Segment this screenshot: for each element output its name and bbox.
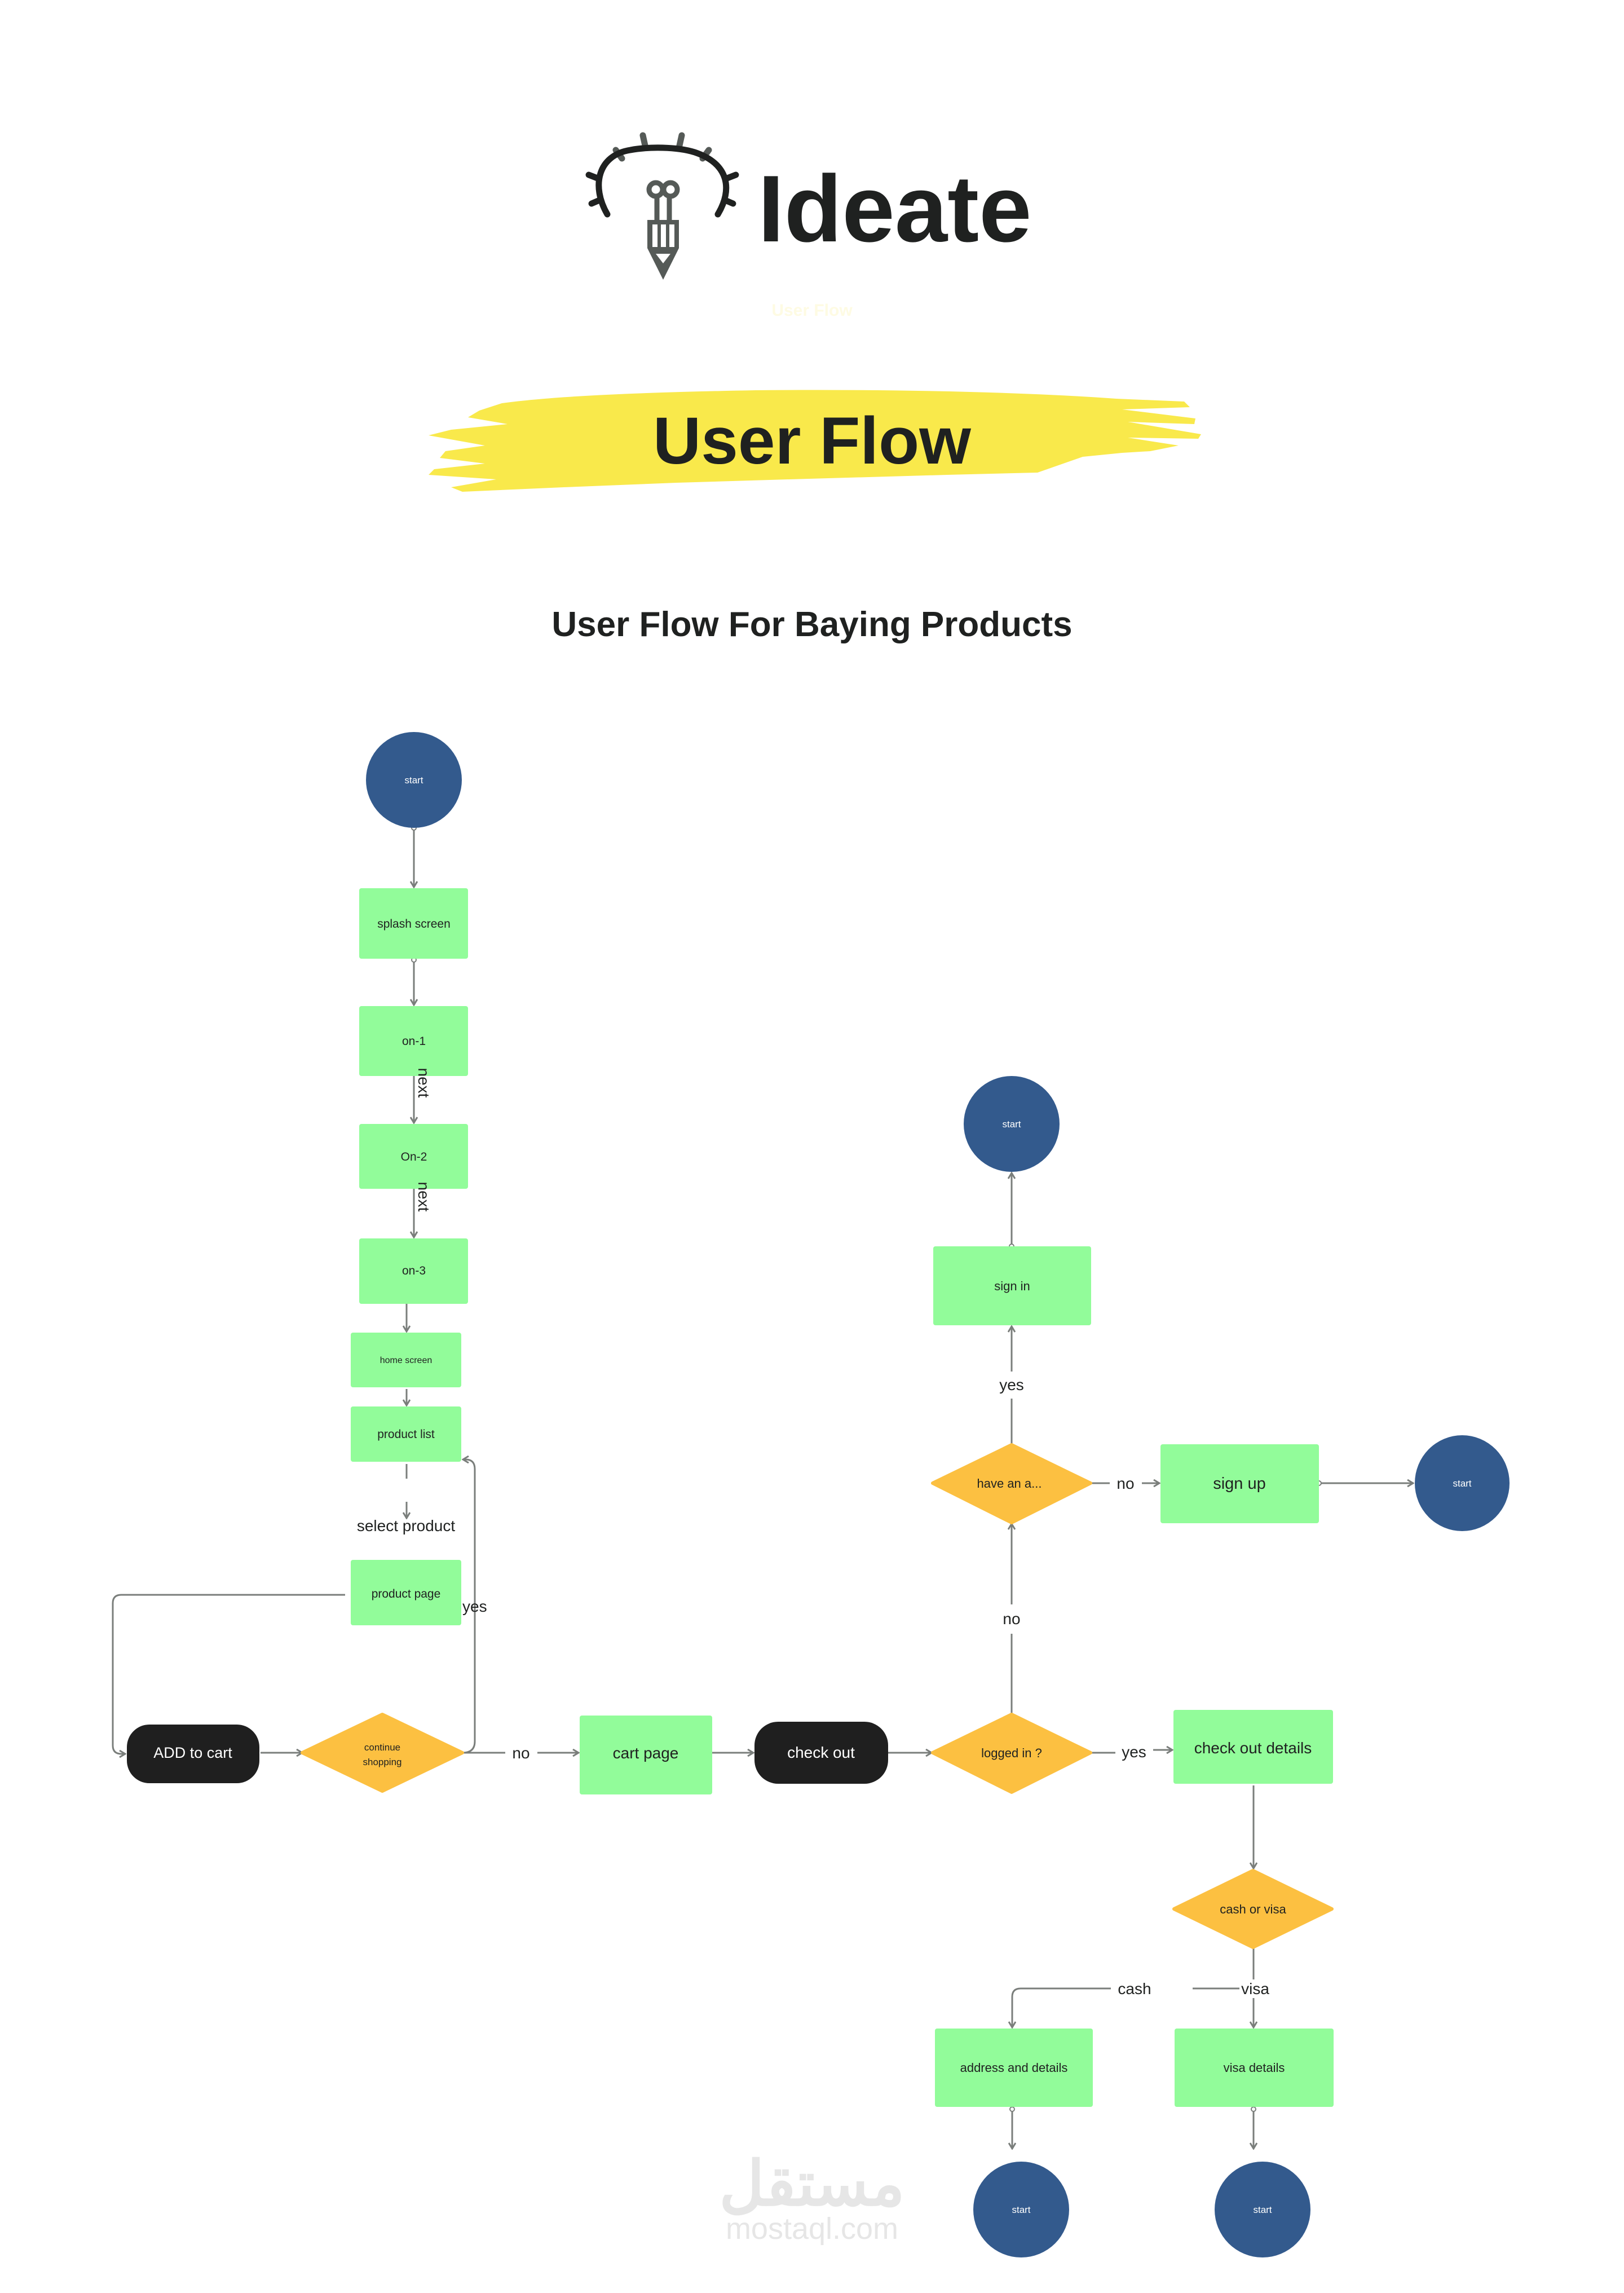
terminal-label: start (1253, 2204, 1272, 2215)
decision-label-line2: shopping (363, 1757, 401, 1767)
terminal-start-after-signup[interactable]: start (1415, 1435, 1510, 1531)
terminal-start-after-address[interactable]: start (973, 2162, 1069, 2257)
connector-continue-yes-productlist (462, 1459, 476, 1754)
edge-label-select-product: select product (357, 1517, 456, 1534)
edge-label-visa: visa (1241, 1980, 1269, 1997)
decision-have-account[interactable]: have an a... (931, 1443, 1092, 1524)
screen-home[interactable]: home screen (351, 1333, 461, 1387)
screen-label: sign in (994, 1279, 1030, 1293)
screen-label: address and details (960, 2061, 1068, 2075)
terminal-label: start (1012, 2204, 1030, 2215)
ghost-subtitle: User Flow (771, 301, 853, 320)
screen-label: product list (377, 1428, 435, 1441)
screen-on-3[interactable]: on-3 (359, 1238, 468, 1304)
screen-label: sign up (1213, 1475, 1266, 1493)
screen-on-1[interactable]: on-1 (359, 1006, 468, 1076)
lightbulb-pencil-icon (585, 132, 739, 280)
terminal-start-after-visa[interactable]: start (1215, 2162, 1310, 2257)
watermark-latin: mostaql.com (726, 2212, 898, 2246)
screen-address-and-details[interactable]: address and details (935, 2029, 1093, 2107)
edge-label-logged-no: no (1003, 1610, 1020, 1628)
decision-logged-in[interactable]: logged in ? (931, 1713, 1092, 1794)
screen-visa-details[interactable]: visa details (1175, 2029, 1334, 2107)
screen-label: visa details (1224, 2061, 1285, 2075)
screen-sign-up[interactable]: sign up (1160, 1444, 1319, 1523)
action-check-out[interactable]: check out (754, 1722, 888, 1784)
terminal-start-after-signin[interactable]: start (964, 1076, 1060, 1172)
screen-label: splash screen (377, 918, 451, 931)
edge-label-cash: cash (1118, 1980, 1151, 1997)
screen-label: cart page (613, 1744, 679, 1762)
watermark-arabic: مستقل (719, 2149, 904, 2219)
terminal-label: start (404, 775, 423, 786)
edge-label-logged-yes: yes (1122, 1743, 1146, 1761)
edge-label-continue-yes: yes (462, 1598, 487, 1615)
screen-label: On-2 (401, 1150, 427, 1163)
edge-label-continue-no: no (512, 1744, 529, 1762)
terminal-label: start (1453, 1478, 1471, 1489)
banner-title: User Flow (653, 404, 972, 478)
decision-label: logged in ? (981, 1746, 1042, 1760)
terminal-label: start (1002, 1119, 1021, 1130)
action-add-to-cart[interactable]: ADD to cart (127, 1725, 259, 1783)
screen-label: check out details (1194, 1739, 1312, 1757)
screen-cart-page[interactable]: cart page (580, 1716, 712, 1794)
terminal-start-main[interactable]: start (366, 732, 462, 828)
connector-productpage-addtocart (112, 1594, 345, 1754)
screen-product-page[interactable]: product page (351, 1560, 461, 1625)
decision-label: have an a... (977, 1476, 1042, 1491)
edge-label-have-yes: yes (999, 1376, 1024, 1394)
screen-label: product page (372, 1588, 441, 1600)
action-label: check out (787, 1744, 855, 1761)
decision-continue-shopping[interactable]: continue shopping (301, 1713, 464, 1793)
screen-product-list[interactable]: product list (351, 1406, 461, 1462)
screen-check-out-details[interactable]: check out details (1173, 1710, 1333, 1784)
screen-sign-in[interactable]: sign in (933, 1246, 1091, 1325)
screen-on-2[interactable]: On-2 (359, 1124, 468, 1189)
decision-label: cash or visa (1220, 1902, 1286, 1916)
edge-label-have-no: no (1116, 1475, 1134, 1492)
brush-stroke-banner (429, 390, 1201, 492)
section-title: User Flow For Baying Products (551, 605, 1072, 644)
edge-label-next-1: next (415, 1068, 433, 1098)
connector-cash-address (1012, 1987, 1111, 2027)
edge-label-next-2: next (415, 1182, 433, 1212)
decision-cash-or-visa[interactable]: cash or visa (1172, 1869, 1334, 1949)
brand-name: Ideate (758, 156, 1032, 262)
screen-splash[interactable]: splash screen (359, 888, 468, 959)
decision-label-line1: continue (364, 1742, 400, 1753)
screen-label: on-1 (402, 1035, 426, 1048)
screen-label: on-3 (402, 1264, 426, 1277)
action-label: ADD to cart (153, 1744, 232, 1761)
screen-label: home screen (380, 1356, 433, 1365)
